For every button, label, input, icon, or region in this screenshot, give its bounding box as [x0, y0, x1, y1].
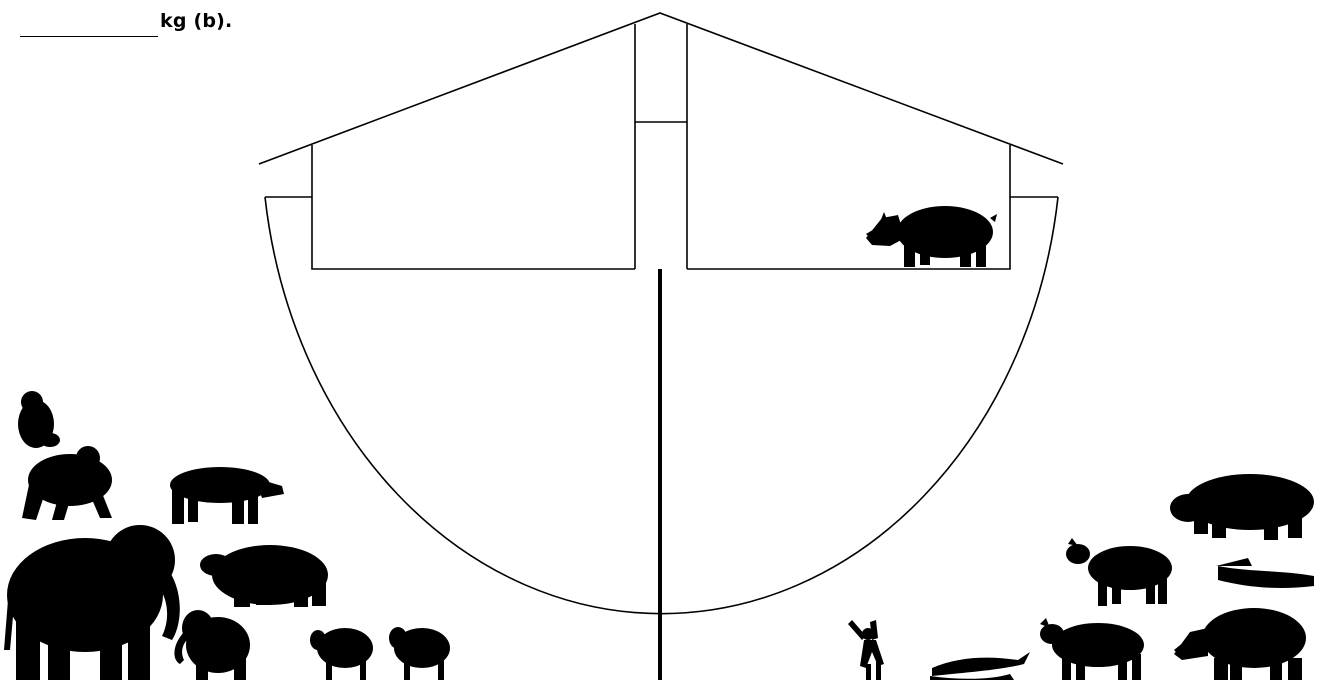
- crocodile-icon: [930, 652, 1030, 680]
- baby-elephant-icon: [174, 610, 250, 680]
- rhino-icon: [1174, 608, 1306, 680]
- polar-bear-icon: [170, 467, 284, 524]
- rhino-in-ark-icon: [866, 206, 997, 267]
- bear-icon: [200, 545, 328, 607]
- gorilla-icon: [22, 446, 112, 520]
- ark-roof: [259, 13, 1063, 164]
- left-room: [312, 145, 635, 269]
- buffalo-icon: [1040, 618, 1144, 680]
- chimpanzee-icon: [18, 391, 60, 448]
- sheep-icon: [310, 628, 373, 680]
- elephant-icon: [4, 525, 180, 680]
- sheep-icon: [389, 627, 450, 680]
- bull-icon: [1066, 538, 1172, 606]
- hippo-icon: [1170, 474, 1314, 540]
- crocodile-icon: [1216, 558, 1314, 588]
- person-icon: [848, 620, 884, 680]
